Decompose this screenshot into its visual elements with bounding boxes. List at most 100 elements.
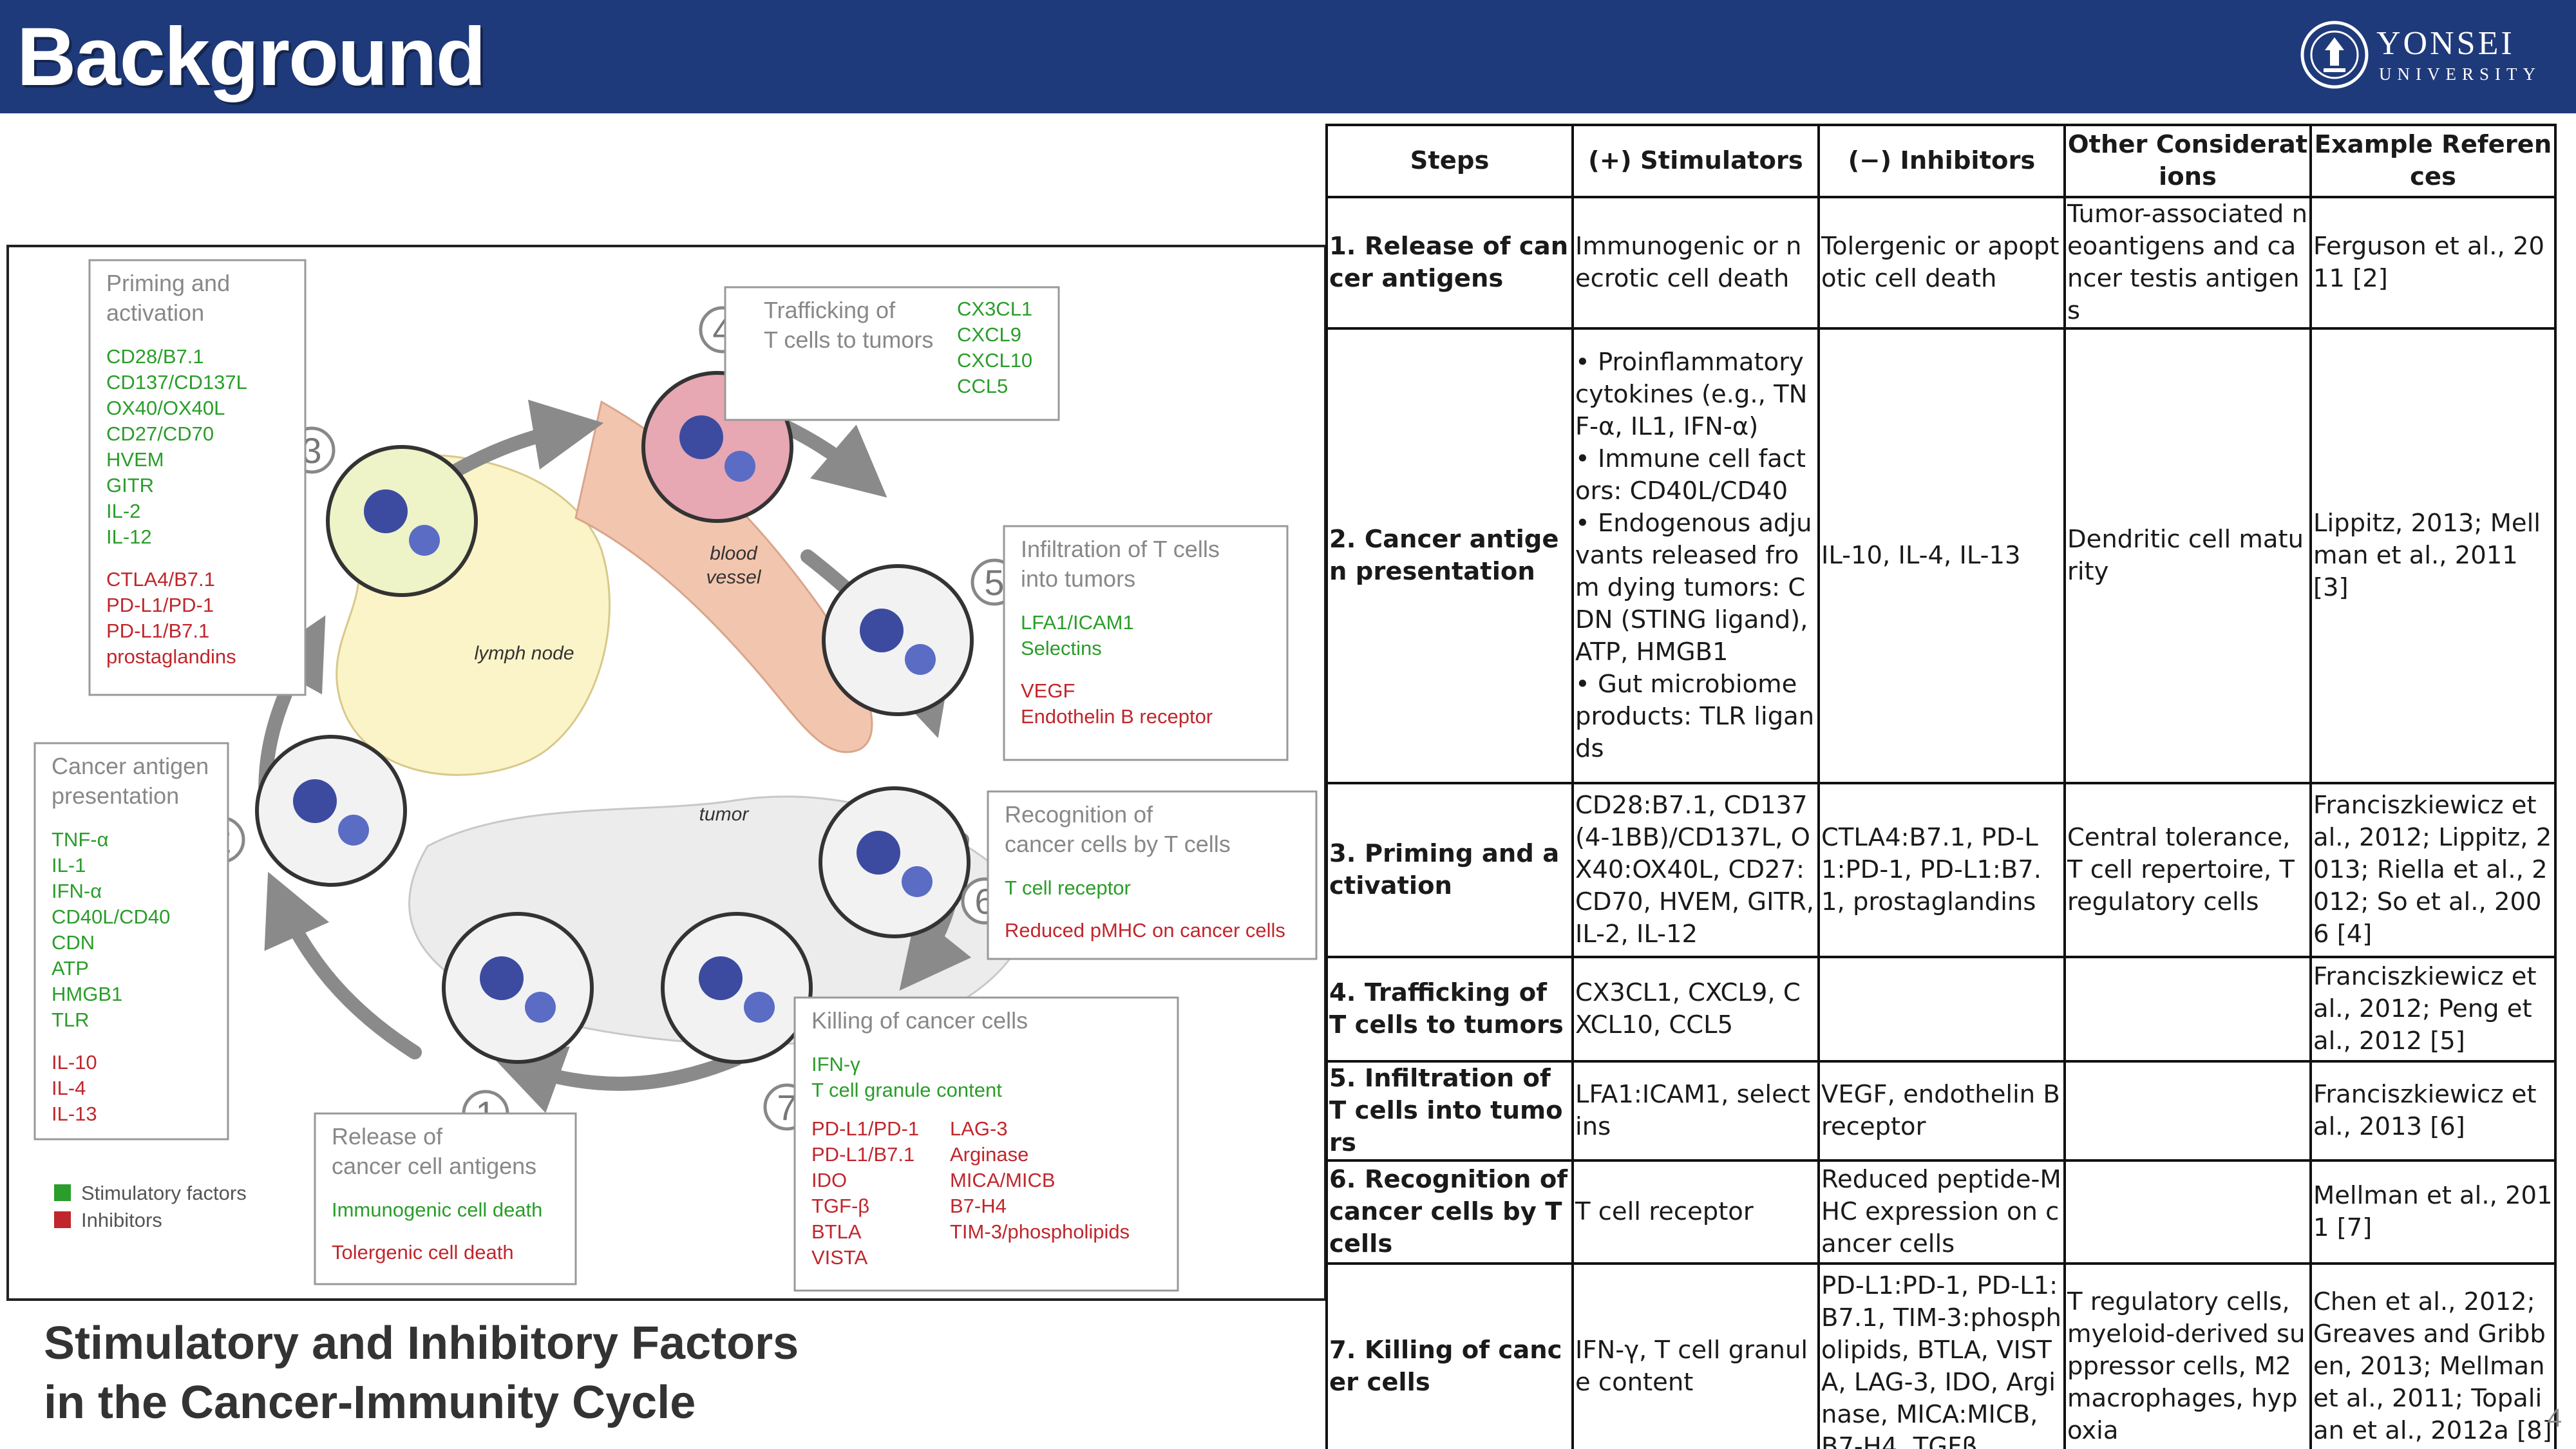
stimulatory-factor-label: CXCL9 — [957, 323, 1021, 346]
table-cell: VEGF, endothelin B receptor — [1817, 1060, 2066, 1162]
logo-name: YONSEI — [2376, 25, 2515, 62]
legend-stimulatory-swatch — [54, 1184, 71, 1201]
slide-header: Background YONSEI UNIVERSITY — [0, 0, 2576, 113]
table-row: 7. Killing of cancer cells IFN-γ, T cell… — [1325, 1262, 2557, 1449]
step-4-tcell — [679, 415, 723, 459]
cycle-arrow-3 — [491, 1046, 744, 1113]
table-cell: 1. Release of cancer antigens — [1325, 196, 1574, 330]
step-1-title: cancer cell antigens — [332, 1153, 536, 1179]
stimulatory-factor-label: CCL5 — [957, 375, 1008, 397]
stimulatory-factor-label: OX40/OX40L — [106, 397, 225, 419]
table-cell: • Proinflammatory cytokines (e.g., TNF-α… — [1571, 327, 1820, 784]
inhibitory-factor-label: IL-13 — [52, 1103, 97, 1125]
table-cell: Lippitz, 2013; Mellman et al., 2011 [3] — [2309, 327, 2557, 784]
table-cell: Tumor-associated neoantigens and cancer … — [2063, 196, 2312, 330]
table-cell: IFN-γ, T cell granule content — [1571, 1262, 1820, 1449]
stimulatory-factor-label: CD28/B7.1 — [106, 345, 204, 368]
stimulatory-factor-label: CD137/CD137L — [106, 371, 247, 393]
table-cell: Franciszkiewicz et al., 2012; Lippitz, 2… — [2309, 782, 2557, 958]
inhibitory-factor-label: IL-10 — [52, 1051, 97, 1074]
table-cell: CX3CL1, CXCL9, CXCL10, CCL5 — [1571, 956, 1820, 1063]
table-cell: Central tolerance, T cell repertoire, T … — [2063, 782, 2312, 958]
stimulatory-factor-label: IL-12 — [106, 526, 152, 548]
inhibitory-factor-label: BTLA — [811, 1220, 862, 1243]
step-3-factor-box — [88, 259, 307, 696]
table-cell: Mellman et al., 2011 [7] — [2309, 1159, 2557, 1265]
step-1-factor-box — [314, 1112, 577, 1285]
stimulatory-factor-label: CX3CL1 — [957, 298, 1032, 320]
step-5-title: into tumors — [1021, 565, 1135, 592]
stimulatory-factor-label: GITR — [106, 474, 154, 497]
step-5-tcell-small — [905, 644, 936, 675]
stimulatory-factor-label: IFN-γ — [811, 1053, 860, 1075]
table-cell: Immunogenic or necrotic cell death — [1571, 196, 1820, 330]
stimulatory-factor-label: CD27/CD70 — [106, 422, 214, 445]
step-2-tcell-small — [338, 815, 369, 846]
step-6-title: Recognition of — [1005, 801, 1153, 828]
table-cell: 2. Cancer antigen presentation — [1325, 327, 1574, 784]
inhibitory-factor-label: PD-L1/PD-1 — [811, 1117, 919, 1140]
table-cell: Chen et al., 2012; Greaves and Gribben, … — [2309, 1262, 2557, 1449]
inhibitory-factor-label: MICA/MICB — [950, 1169, 1056, 1191]
step-4-tcell-small — [724, 451, 755, 482]
table-row: 3. Priming and activation CD28:B7.1, CD1… — [1325, 782, 2557, 958]
step-5-factor-box — [1003, 525, 1289, 761]
logo-subtitle: UNIVERSITY — [2379, 64, 2541, 84]
blood-vessel-label: vessel — [706, 567, 761, 588]
table-cell: PD-L1:PD-1, PD-L1:B7.1, TIM-3:phospholip… — [1817, 1262, 2066, 1449]
step-6-title: cancer cells by T cells — [1005, 831, 1231, 857]
stimulatory-factor-label: IFN-α — [52, 880, 102, 902]
table-cell: Ferguson et al., 2011 [2] — [2309, 196, 2557, 330]
table-cell: LFA1:ICAM1, selectins — [1571, 1060, 1820, 1162]
table-row: 6. Recognition of cancer cells by T cell… — [1325, 1159, 2557, 1265]
step-3-title: Priming and — [106, 270, 230, 296]
header-references: Example References — [2309, 124, 2557, 198]
table-cell: CD28:B7.1, CD137 (4-1BB)/CD137L, OX40:OX… — [1571, 782, 1820, 958]
table-cell: 6. Recognition of cancer cells by T cell… — [1325, 1159, 1574, 1265]
seal-icon — [2300, 21, 2369, 89]
step-5-title: Infiltration of T cells — [1021, 536, 1220, 562]
table-cell: Dendritic cell maturity — [2063, 327, 2312, 784]
inhibitory-factor-label: Reduced pMHC on cancer cells — [1005, 919, 1285, 942]
stimulatory-factor-label: CDN — [52, 931, 95, 954]
stimulatory-factor-label: ATP — [52, 957, 89, 980]
step-3-tcell-small — [409, 525, 440, 556]
inhibitory-factor-label: PD-L1/PD-1 — [106, 594, 214, 616]
step-7-factor-box — [793, 996, 1179, 1292]
table-cell: Franciszkiewicz et al., 2013 [6] — [2309, 1060, 2557, 1162]
step-4-title: Trafficking of — [764, 297, 896, 323]
step-6-tcell-small — [902, 866, 933, 897]
inhibitory-factor-label: Endothelin B receptor — [1021, 705, 1213, 728]
step-7-tcell-small — [744, 992, 775, 1023]
stimulatory-factor-label: CD40L/CD40 — [52, 905, 170, 928]
header-steps: Steps — [1325, 124, 1574, 198]
stimulatory-factor-label: Selectins — [1021, 637, 1102, 659]
stimulatory-factor-label: IL-2 — [106, 500, 140, 522]
inhibitory-factor-label: TGF-β — [811, 1195, 869, 1217]
slide-title: Background — [17, 11, 486, 103]
table-cell — [2063, 1060, 2312, 1162]
caption-line-1: Stimulatory and Inhibitory Factors — [44, 1318, 799, 1369]
lymph-node-label: lymph node — [474, 643, 574, 664]
table-row: 2. Cancer antigen presentation • Proinfl… — [1325, 327, 2557, 784]
step-3-tcell — [364, 489, 408, 533]
inhibitory-factor-label: Arginase — [950, 1143, 1028, 1166]
table-row: 5. Infiltration of T cells into tumors L… — [1325, 1060, 2557, 1162]
table-cell: CTLA4:B7.1, PD-L1:PD-1, PD-L1:B7.1, pros… — [1817, 782, 2066, 958]
table-cell: IL-10, IL-4, IL-13 — [1817, 327, 2066, 784]
inhibitory-factor-label: IDO — [811, 1169, 847, 1191]
table-cell — [1817, 956, 2066, 1063]
step-4-title: T cells to tumors — [764, 327, 933, 353]
stimulatory-factor-label: CXCL10 — [957, 349, 1032, 372]
factors-table: Steps (+) Stimulators (−) Inhibitors Oth… — [1325, 124, 2557, 1449]
table-cell — [2063, 1159, 2312, 1265]
step-5-tcell — [860, 609, 904, 652]
header-inhibitors: (−) Inhibitors — [1817, 124, 2066, 198]
table-cell: 5. Infiltration of T cells into tumors — [1325, 1060, 1574, 1162]
step-2-factor-box — [33, 742, 229, 1141]
step-7-number: 7 — [777, 1087, 797, 1128]
table-row: 4. Trafficking of T cells to tumors CX3C… — [1325, 956, 2557, 1063]
inhibitory-factor-label: PD-L1/B7.1 — [811, 1143, 914, 1166]
stimulatory-factor-label: Immunogenic cell death — [332, 1198, 542, 1221]
